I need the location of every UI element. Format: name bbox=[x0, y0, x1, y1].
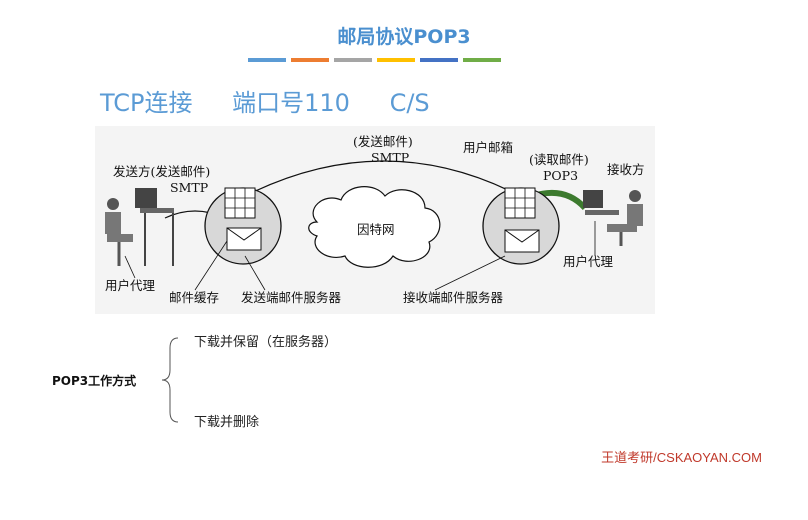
send-server-icon bbox=[204, 187, 282, 265]
receiver-person-icon bbox=[583, 190, 643, 246]
page-title: 邮局协议POP3 bbox=[337, 26, 471, 48]
mail-buffer-label: 邮件缓存 bbox=[169, 290, 219, 305]
send-server-label: 发送端邮件服务器 bbox=[241, 290, 342, 305]
user-agent-right-label: 用户代理 bbox=[563, 254, 614, 269]
user-agent-left-label: 用户代理 bbox=[105, 278, 156, 293]
recv-server-label: 接收端邮件服务器 bbox=[403, 290, 504, 305]
sender-label: 发送方(发送邮件) bbox=[113, 164, 210, 179]
watermark-text: 王道考研/CSKAOYAN.COM bbox=[601, 450, 762, 465]
read-pop3-label: POP3 bbox=[543, 168, 578, 183]
top-smtp-label: SMTP bbox=[371, 150, 409, 165]
smtp-arc bbox=[244, 160, 521, 197]
receiver-label: 接收方 bbox=[607, 162, 645, 177]
top-send-label: (发送邮件) bbox=[353, 134, 413, 149]
internet-label: 因特网 bbox=[357, 222, 395, 237]
read-mail-label: (读取邮件) bbox=[529, 152, 589, 167]
color-bar bbox=[291, 58, 329, 62]
pop3-diagram: 发送方(发送邮件) SMTP (发送邮件) SMTP 用户邮箱 (读取邮件) P… bbox=[95, 126, 655, 314]
leader-line bbox=[194, 240, 228, 291]
mailbox-label: 用户邮箱 bbox=[463, 140, 513, 155]
subtitle: TCP连接 端口号110 C/S bbox=[100, 83, 460, 118]
color-bar bbox=[463, 58, 501, 62]
color-bar bbox=[377, 58, 415, 62]
color-bar bbox=[420, 58, 458, 62]
port-text: 端口号110 bbox=[232, 89, 350, 117]
cs-mode-text: C/S bbox=[389, 89, 430, 117]
color-bar-strip bbox=[248, 58, 501, 62]
pop3-mode-root: POP3工作方式 bbox=[52, 374, 137, 388]
color-bar bbox=[334, 58, 372, 62]
mode-keep-item: 下载并保留（在服务器） bbox=[194, 335, 338, 350]
sender-person-icon bbox=[105, 188, 174, 266]
sender-smtp-label: SMTP bbox=[170, 180, 208, 195]
leader-line bbox=[124, 255, 136, 279]
color-bar bbox=[248, 58, 286, 62]
tcp-connection-text: TCP连接 bbox=[100, 89, 193, 117]
leader-line bbox=[244, 255, 266, 291]
tree-bracket bbox=[161, 337, 179, 423]
recv-server-icon bbox=[482, 187, 560, 265]
mode-delete-item: 下载并删除 bbox=[194, 415, 260, 430]
leader-line bbox=[434, 255, 506, 291]
internet-cloud-icon bbox=[308, 186, 441, 268]
